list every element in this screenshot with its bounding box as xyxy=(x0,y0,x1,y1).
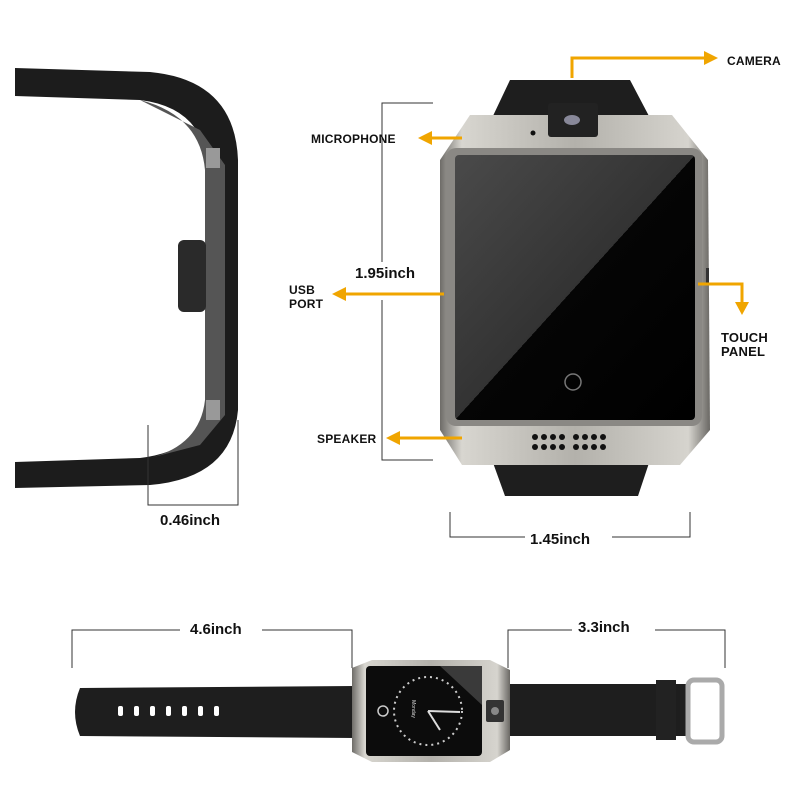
thickness-dimension-line xyxy=(147,420,239,506)
camera-arrow xyxy=(570,56,708,78)
strap-holes xyxy=(118,706,219,716)
speaker-hole xyxy=(550,444,556,450)
buckle xyxy=(685,677,725,745)
speaker-hole xyxy=(559,434,565,440)
speaker-hole xyxy=(582,434,588,440)
touch-panel-label-line1: TOUCH xyxy=(721,330,768,345)
strap-hole xyxy=(150,706,155,716)
speaker-hole xyxy=(532,434,538,440)
speaker-hole xyxy=(559,444,565,450)
speaker-hole xyxy=(591,444,597,450)
home-button xyxy=(564,373,582,391)
strap-hole xyxy=(166,706,171,716)
strap-long-dimension: 4.6inch xyxy=(190,621,242,638)
touch-panel-arrow xyxy=(698,282,744,305)
side-view-watch xyxy=(15,68,238,488)
microphone-label: MICROPHONE xyxy=(311,132,396,146)
touch-panel-label-line2: PANEL xyxy=(721,344,766,359)
speaker-hole xyxy=(600,444,606,450)
height-dimension: 1.95inch xyxy=(355,265,416,282)
speaker-hole xyxy=(532,444,538,450)
side-button xyxy=(178,240,206,312)
width-dimension: 1.45inch xyxy=(530,531,591,548)
speaker-hole xyxy=(541,444,547,450)
usb-port-label: USB PORT xyxy=(289,283,323,311)
speaker-hole xyxy=(573,434,579,440)
short-strap xyxy=(500,684,690,736)
width-dimension-line xyxy=(449,512,691,538)
speaker-hole xyxy=(550,434,556,440)
strap-hole xyxy=(182,706,187,716)
speaker-hole xyxy=(582,444,588,450)
strap-hole xyxy=(214,706,219,716)
strap-hole xyxy=(198,706,203,716)
microphone-hole xyxy=(530,130,536,136)
usb-port-label-line2: PORT xyxy=(289,297,324,311)
strap-short-dimension: 3.3inch xyxy=(578,619,630,636)
thickness-dimension: 0.46inch xyxy=(160,512,221,529)
speaker-grille xyxy=(532,434,606,450)
touch-screen xyxy=(455,155,695,420)
height-dimension-line xyxy=(381,102,433,461)
full-watch xyxy=(75,660,725,762)
strap-dimension-lines xyxy=(71,629,726,668)
speaker-label: SPEAKER xyxy=(317,432,377,446)
speaker-hole xyxy=(541,434,547,440)
strap-hole xyxy=(118,706,123,716)
speaker-hole xyxy=(591,434,597,440)
camera-label: CAMERA xyxy=(727,54,781,68)
front-view-watch xyxy=(440,80,710,496)
usb-port-label-line1: USB xyxy=(289,283,315,297)
speaker-hole xyxy=(573,444,579,450)
strap-hole xyxy=(134,706,139,716)
watch-face-day: Monday xyxy=(409,700,416,718)
speaker-hole xyxy=(600,434,606,440)
touch-panel-label: TOUCH PANEL xyxy=(721,331,768,359)
